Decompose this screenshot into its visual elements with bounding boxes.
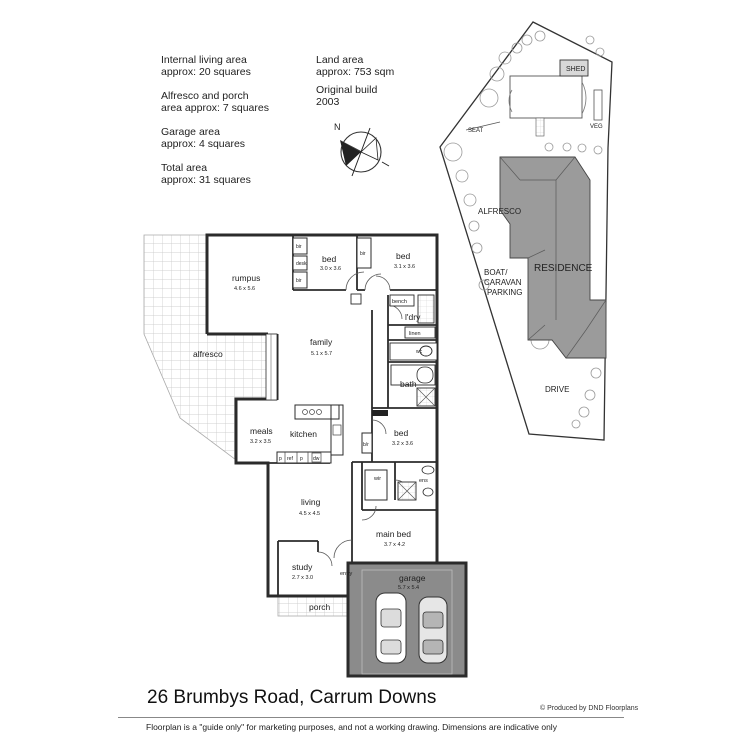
alfresco-area-line1: Alfresco and porch <box>161 90 249 102</box>
land-area-line1: Land area <box>316 54 364 66</box>
room-alfresco-name: alfresco <box>193 349 223 359</box>
linen-label: linen <box>409 331 421 337</box>
robes <box>292 237 388 501</box>
seat-label: SEAT <box>468 128 484 134</box>
heater-icon <box>350 293 362 305</box>
producer-credit-text: Produced by DND Floorplans <box>547 705 639 712</box>
pantry-label-2: p <box>300 456 303 462</box>
room-garage-dims: 5.7 x 5.4 <box>398 585 419 591</box>
car-icon-left <box>375 592 407 664</box>
wc-label: wc <box>416 349 423 355</box>
room-meals-name: meals <box>250 426 273 436</box>
shed-label: SHED <box>566 66 585 73</box>
toilet-icon <box>419 345 433 357</box>
ensuite-toilet-icon <box>421 465 435 475</box>
site-residence-roof <box>499 156 607 359</box>
ensuite-basin-icon <box>422 487 434 497</box>
interior-walls <box>236 235 437 596</box>
room-laundry-name: l'dry <box>405 312 421 322</box>
compass: N <box>334 122 390 177</box>
room-rumpus-name: rumpus <box>232 273 260 283</box>
site-residence-label: RESIDENCE <box>534 263 593 274</box>
room-study-name: study <box>292 562 313 572</box>
land-area-line2: approx: 753 sqm <box>316 66 395 78</box>
room-kitchen-name: kitchen <box>290 429 317 439</box>
area-info-left: Internal living area approx: 20 squares … <box>161 54 269 186</box>
site-vegetation <box>443 30 605 429</box>
garage-area-line2: approx: 4 squares <box>161 138 246 150</box>
room-bed1-name: bed <box>322 254 336 264</box>
room-main-bed-name: main bed <box>376 529 411 539</box>
garage-area-line1: Garage area <box>161 126 220 138</box>
copyright-icon: © <box>540 705 546 712</box>
room-family-name: family <box>310 337 333 347</box>
site-drive-label: DRIVE <box>545 385 569 394</box>
room-meals-dims: 3.2 x 3.5 <box>250 439 271 445</box>
site-plan: SHED VEG SEAT ALFRESCO RESIDENCE BOAT/ C… <box>439 21 613 441</box>
bench-label: bench <box>392 299 407 305</box>
bir-label-1: bir <box>296 244 302 250</box>
car-icon-right <box>418 596 448 664</box>
room-labels: rumpus 4.6 x 5.6 bed 3.0 x 3.6 bed 3.1 x… <box>193 244 428 612</box>
room-main-bed-dims: 3.7 x 4.2 <box>384 542 405 548</box>
site-boat-label-3: PARKING <box>487 288 522 297</box>
site-shed <box>559 59 589 77</box>
dishwasher-label: dw <box>313 456 320 462</box>
total-area-line2: approx: 31 squares <box>161 174 251 186</box>
desk-label: desk <box>296 261 307 267</box>
internal-area-line2: approx: 20 squares <box>161 66 251 78</box>
area-info-right: Land area approx: 753 sqm Original build… <box>316 54 394 108</box>
room-bed3-dims: 3.2 x 3.6 <box>392 441 413 447</box>
site-veg-bed <box>593 89 603 121</box>
linen-cupboard <box>404 326 436 339</box>
room-bed2-dims: 3.1 x 3.6 <box>394 264 415 270</box>
footer-divider <box>118 717 624 718</box>
compass-n-label: N <box>334 122 341 132</box>
room-bath-name: bath <box>400 379 417 389</box>
pantry-label: p <box>279 456 282 462</box>
disclaimer-text: Floorplan is a "guide only" for marketin… <box>146 722 557 732</box>
floor-plan: rumpus 4.6 x 5.6 bed 3.0 x 3.6 bed 3.1 x… <box>143 233 468 678</box>
kitchen-bench <box>330 404 344 456</box>
build-line2: 2003 <box>316 96 340 108</box>
room-living-dims: 4.5 x 4.5 <box>299 511 320 517</box>
kitchen-back-bench <box>276 451 332 464</box>
build-line1: Original build <box>316 84 378 96</box>
room-garage-name: garage <box>399 573 426 583</box>
site-alfresco-label: ALFRESCO <box>478 207 521 216</box>
ens-label: ens <box>419 478 428 484</box>
site-boat-label-2: CARAVAN <box>484 278 522 287</box>
internal-area-line1: Internal living area <box>161 54 247 66</box>
producer-credit: © Produced by DND Floorplans <box>540 705 638 712</box>
bir-label-3: bir <box>360 251 366 257</box>
site-lawn <box>509 75 583 119</box>
veg-label: VEG <box>590 124 603 130</box>
entry-label: entry <box>340 571 352 577</box>
bir-label-4: b/r <box>363 442 369 448</box>
fridge-label: ref <box>287 456 293 462</box>
total-area-line1: Total area <box>161 162 208 174</box>
room-bed1-dims: 3.0 x 3.6 <box>320 266 341 272</box>
room-rumpus-dims: 4.6 x 5.6 <box>234 286 255 292</box>
alfresco-area-line2: area approx: 7 squares <box>161 102 269 114</box>
room-study-dims: 2.7 x 3.0 <box>292 575 313 581</box>
room-bed2-name: bed <box>396 251 410 261</box>
room-living-name: living <box>301 497 321 507</box>
bench-fixture <box>389 294 415 307</box>
site-boat-label-1: BOAT/ <box>484 268 508 277</box>
wir-label: wir <box>373 476 381 482</box>
room-porch-name: porch <box>309 602 331 612</box>
kitchen-island <box>294 404 340 420</box>
room-family-dims: 5.1 x 5.7 <box>311 351 332 357</box>
laundry-tub <box>417 294 435 324</box>
room-bed3-name: bed <box>394 428 408 438</box>
property-address: 26 Brumbys Road, Carrum Downs <box>147 687 437 708</box>
bir-label-2: bir <box>296 278 302 284</box>
